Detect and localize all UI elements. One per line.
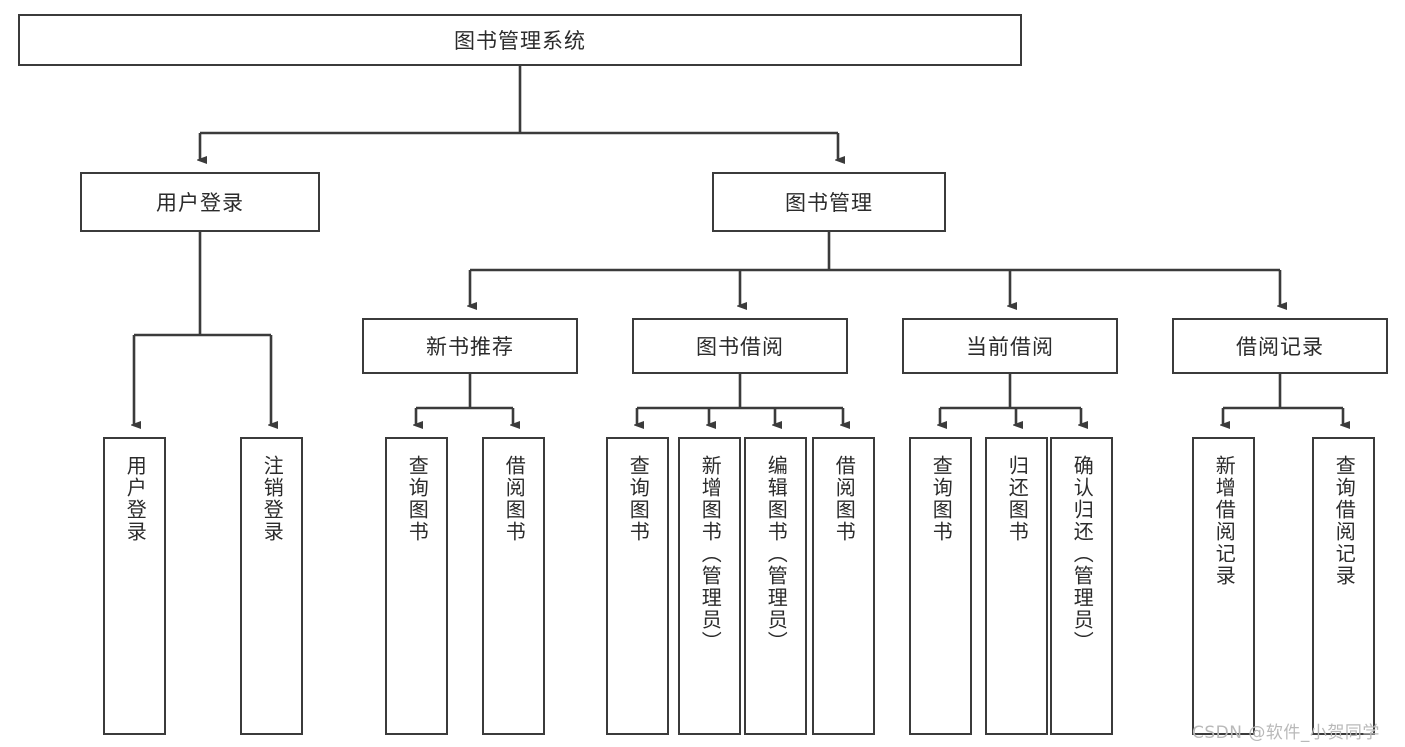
leaf-node-查询图书-2[interactable]: 查询图书: [385, 437, 448, 735]
level1-node-label: 用户登录: [156, 191, 244, 215]
leaf-node-label: 借阅图书: [502, 455, 527, 543]
csdn-watermark: CSDN @软件_小贺同学: [1192, 723, 1380, 743]
leaf-node-label: 新增图书（管理员）: [698, 455, 723, 653]
leaf-node-新增图书管理员-5[interactable]: 新增图书（管理员）: [678, 437, 741, 735]
leaf-node-编辑图书管理员-6[interactable]: 编辑图书（管理员）: [744, 437, 807, 735]
leaf-node-查询图书-4[interactable]: 查询图书: [606, 437, 669, 735]
level1-node-图书管理-1[interactable]: 图书管理: [712, 172, 946, 232]
leaf-node-查询图书-8[interactable]: 查询图书: [909, 437, 972, 735]
root-node-图书管理系统-0[interactable]: 图书管理系统: [18, 14, 1022, 66]
root-node-label: 图书管理系统: [454, 29, 586, 53]
leaf-node-label: 用户登录: [123, 455, 148, 543]
leaf-node-归还图书-9[interactable]: 归还图书: [985, 437, 1048, 735]
level2-node-label: 新书推荐: [426, 335, 514, 359]
level2-node-新书推荐-0[interactable]: 新书推荐: [362, 318, 578, 374]
leaf-node-label: 归还图书: [1005, 455, 1030, 543]
leaf-node-label: 查询图书: [405, 455, 430, 543]
leaf-node-label: 借阅图书: [832, 455, 857, 543]
leaf-node-label: 新增借阅记录: [1212, 455, 1237, 587]
leaf-node-label: 查询图书: [929, 455, 954, 543]
level2-node-借阅记录-3[interactable]: 借阅记录: [1172, 318, 1388, 374]
leaf-node-用户登录-0[interactable]: 用户登录: [103, 437, 166, 735]
level2-node-label: 当前借阅: [966, 335, 1054, 359]
level1-node-label: 图书管理: [785, 191, 873, 215]
leaf-node-注销登录-1[interactable]: 注销登录: [240, 437, 303, 735]
leaf-node-借阅图书-7[interactable]: 借阅图书: [812, 437, 875, 735]
level1-node-用户登录-0[interactable]: 用户登录: [80, 172, 320, 232]
level2-node-label: 借阅记录: [1236, 335, 1324, 359]
leaf-node-借阅图书-3[interactable]: 借阅图书: [482, 437, 545, 735]
leaf-node-label: 注销登录: [260, 455, 285, 543]
level2-node-图书借阅-1[interactable]: 图书借阅: [632, 318, 848, 374]
leaf-node-label: 查询借阅记录: [1332, 455, 1357, 587]
leaf-node-查询借阅记录-12[interactable]: 查询借阅记录: [1312, 437, 1375, 735]
leaf-node-label: 确认归还（管理员）: [1070, 455, 1095, 653]
leaf-node-label: 查询图书: [626, 455, 651, 543]
leaf-node-label: 编辑图书（管理员）: [764, 455, 789, 653]
level2-node-label: 图书借阅: [696, 335, 784, 359]
leaf-node-新增借阅记录-11[interactable]: 新增借阅记录: [1192, 437, 1255, 735]
level2-node-当前借阅-2[interactable]: 当前借阅: [902, 318, 1118, 374]
leaf-node-确认归还管理员-10[interactable]: 确认归还（管理员）: [1050, 437, 1113, 735]
